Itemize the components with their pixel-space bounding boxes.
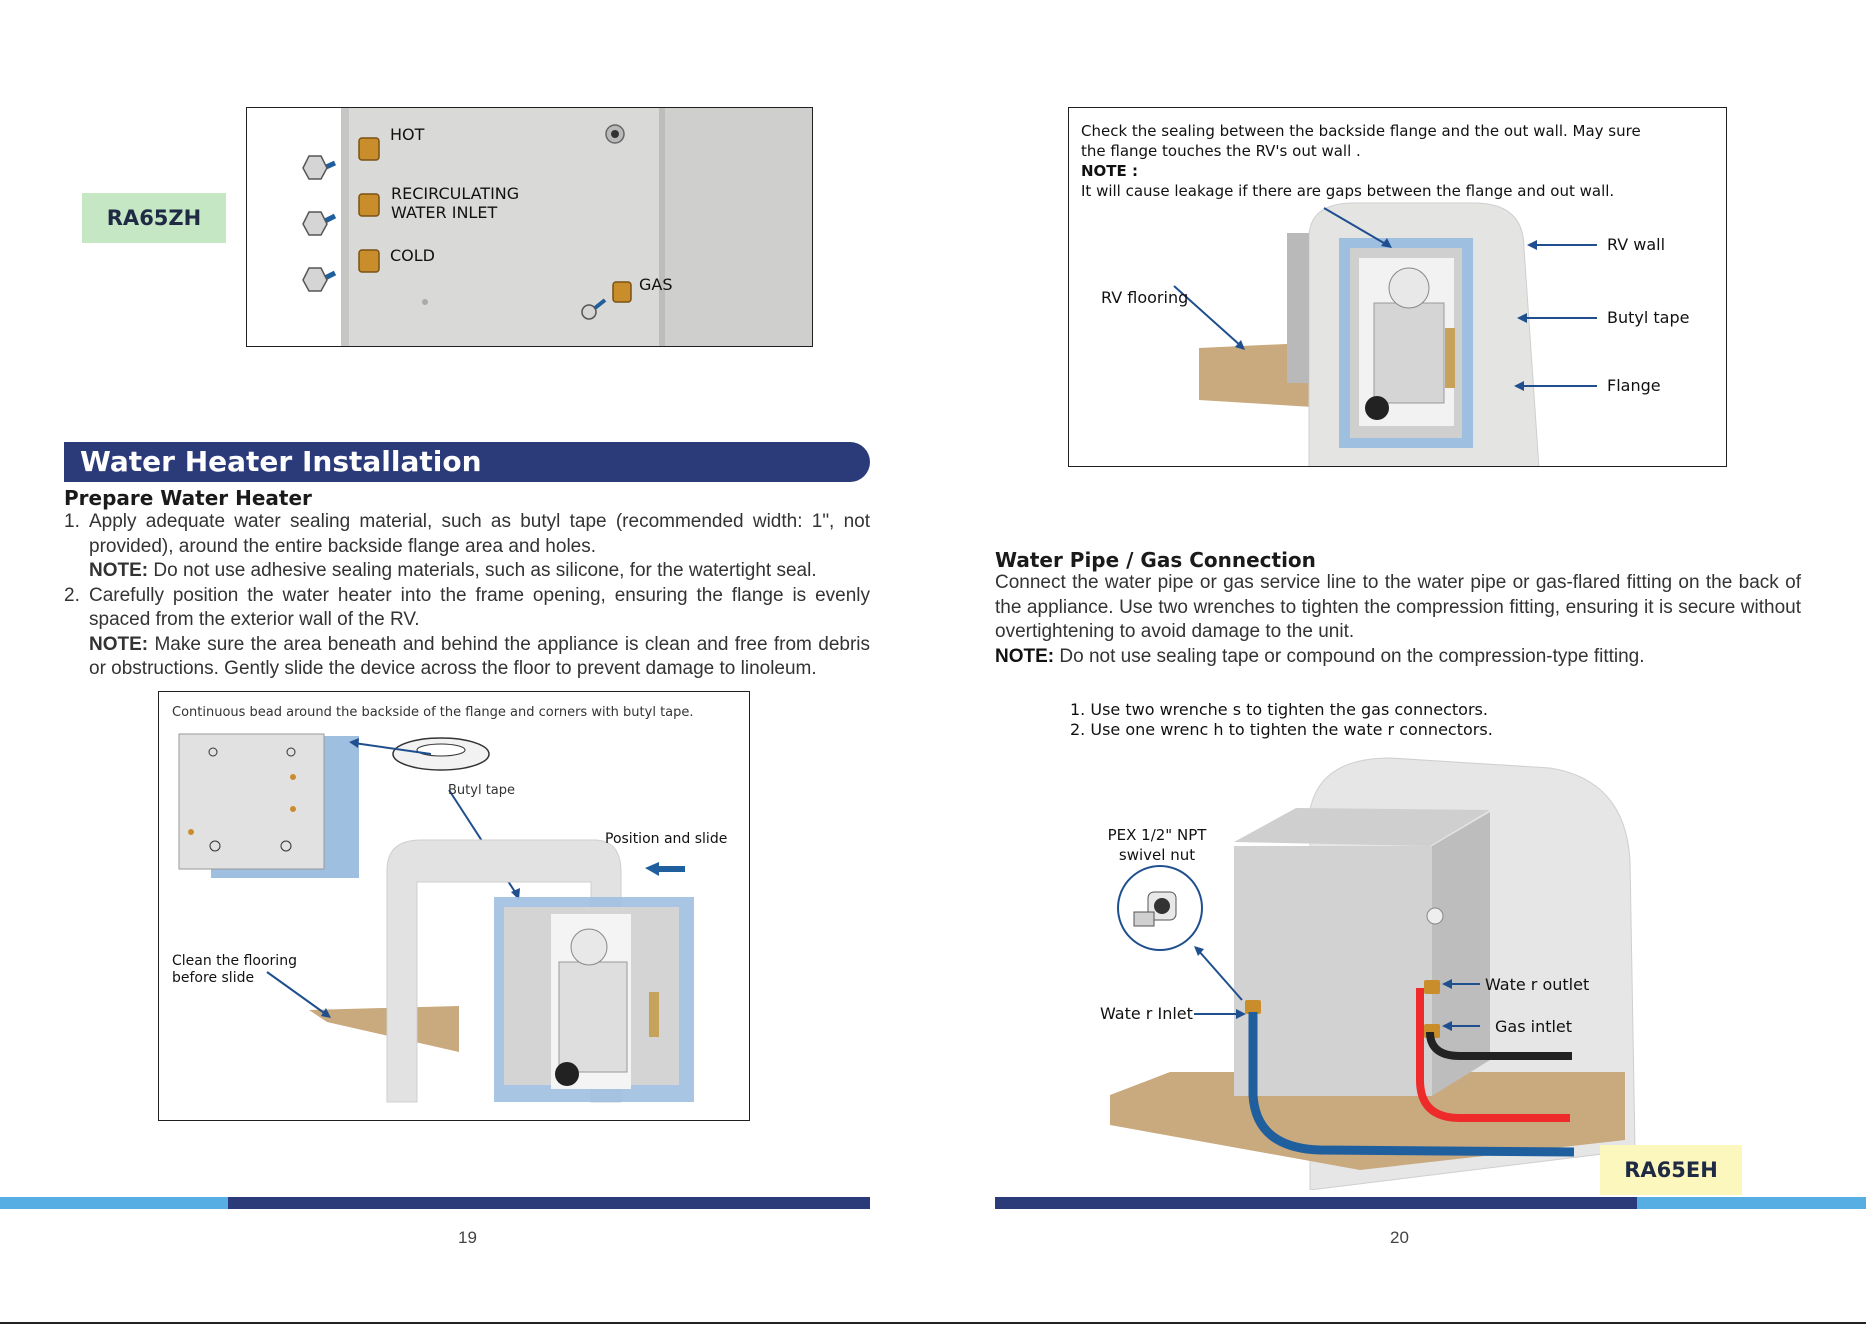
- page-number-right: 20: [1390, 1228, 1409, 1247]
- label-flange: Flange: [1607, 376, 1661, 395]
- label-swivel-nut: swivel nut: [1119, 846, 1195, 864]
- pipe-gas-heading: Water Pipe / Gas Connection: [995, 548, 1316, 572]
- label-butyl: Butyl tape: [448, 783, 515, 798]
- label-cold: COLD: [390, 246, 435, 265]
- step-item: 1. Apply adequate water sealing material…: [64, 510, 870, 584]
- footer-bar-right-navy: [995, 1197, 1637, 1209]
- step-text: Carefully position the water heater into…: [89, 584, 870, 631]
- step-note: NOTE: Do not use adhesive sealing materi…: [89, 559, 870, 584]
- prepare-heading: Prepare Water Heater: [64, 486, 312, 510]
- label-water-inlet: WATER INLET: [391, 203, 497, 222]
- note-text: Make sure the area beneath and behind th…: [89, 633, 871, 680]
- model-tag-ra65zh: RA65ZH: [82, 193, 226, 243]
- position-slide-figure: Continuous bead around the backside of t…: [158, 691, 750, 1121]
- label-butyl-tape: Butyl tape: [1607, 308, 1689, 327]
- label-pex: PEX 1/2" NPT: [1108, 826, 1208, 844]
- pipe-gas-text: Connect the water pipe or gas service li…: [995, 572, 1801, 642]
- step-text: Apply adequate water sealing material, s…: [89, 511, 870, 557]
- model-tag-ra65eh: RA65EH: [1600, 1145, 1742, 1195]
- flange-sealing-illustration: Check the sealing between the backside f…: [1081, 122, 1689, 466]
- note-text: Do not use sealing tape or compound on t…: [1059, 645, 1645, 667]
- fitting-recirc: [302, 193, 380, 236]
- label-position-slide: Position and slide: [605, 831, 727, 847]
- step-water-connectors: 2. Use one wrenc h to tighten the wate r…: [1070, 720, 1493, 739]
- note-label: NOTE:: [89, 633, 149, 655]
- label-before-slide: before slide: [172, 970, 254, 986]
- fitting-hot: [302, 137, 380, 180]
- connections-figure: HOT RECIRCULATING WATER INLET COLD GAS: [246, 107, 813, 347]
- page-edge: [0, 1322, 1866, 1324]
- flange-text-line2: the flange touches the RV's out wall .: [1081, 142, 1361, 160]
- flange-text-line3: It will cause leakage if there are gaps …: [1081, 182, 1614, 200]
- label-rv-wall: RV wall: [1607, 235, 1665, 254]
- note-label: NOTE:: [89, 560, 149, 581]
- pipe-gas-note: NOTE: Do not use sealing tape or compoun…: [995, 645, 1801, 670]
- label-hot: HOT: [390, 125, 425, 144]
- note-label: NOTE:: [995, 645, 1055, 667]
- fitting-gas: [581, 281, 632, 320]
- connection-steps: 1. Use two wrenche s to tighten the gas …: [1070, 700, 1493, 740]
- label-rv-flooring: RV flooring: [1101, 288, 1188, 307]
- step-gas-connectors: 1. Use two wrenche s to tighten the gas …: [1070, 700, 1488, 719]
- label-gas-inlet: Gas intlet: [1495, 1017, 1572, 1036]
- page-number-left: 19: [458, 1228, 477, 1247]
- label-water-outlet: Wate r outlet: [1485, 975, 1589, 994]
- step-number: 1.: [64, 511, 80, 532]
- connections-illustration: HOT RECIRCULATING WATER INLET COLD GAS: [247, 108, 812, 346]
- connection-illustration: PEX 1/2" NPT swivel nut Wate r Inlet Wat…: [1100, 757, 1636, 1190]
- footer-bar-right-sky: [1637, 1197, 1866, 1209]
- section-banner: Water Heater Installation: [64, 442, 870, 482]
- note-text: Do not use adhesive sealing materials, s…: [153, 560, 817, 581]
- label-gas: GAS: [639, 275, 673, 294]
- pipe-gas-paragraph: Connect the water pipe or gas service li…: [995, 571, 1801, 669]
- flange-text-line1: Check the sealing between the backside f…: [1081, 122, 1641, 140]
- step-item: 2. Carefully position the water heater i…: [64, 584, 870, 682]
- label-water-inlet: Wate r Inlet: [1100, 1004, 1193, 1023]
- fitting-cold: [302, 249, 380, 292]
- footer-bar-left-navy: [228, 1197, 870, 1209]
- flange-sealing-figure: Check the sealing between the backside f…: [1068, 107, 1727, 467]
- position-slide-illustration: Continuous bead around the backside of t…: [172, 705, 727, 1103]
- step-number: 2.: [64, 584, 80, 606]
- butyl-caption: Continuous bead around the backside of t…: [172, 705, 694, 720]
- footer-bar-left-sky: [0, 1197, 228, 1209]
- label-clean-flooring: Clean the flooring: [172, 953, 297, 969]
- label-recirculating: RECIRCULATING: [391, 184, 519, 203]
- step-note: NOTE: Make sure the area beneath and beh…: [89, 633, 870, 682]
- flange-note-label: NOTE :: [1081, 162, 1138, 180]
- prepare-steps: 1. Apply adequate water sealing material…: [64, 510, 870, 682]
